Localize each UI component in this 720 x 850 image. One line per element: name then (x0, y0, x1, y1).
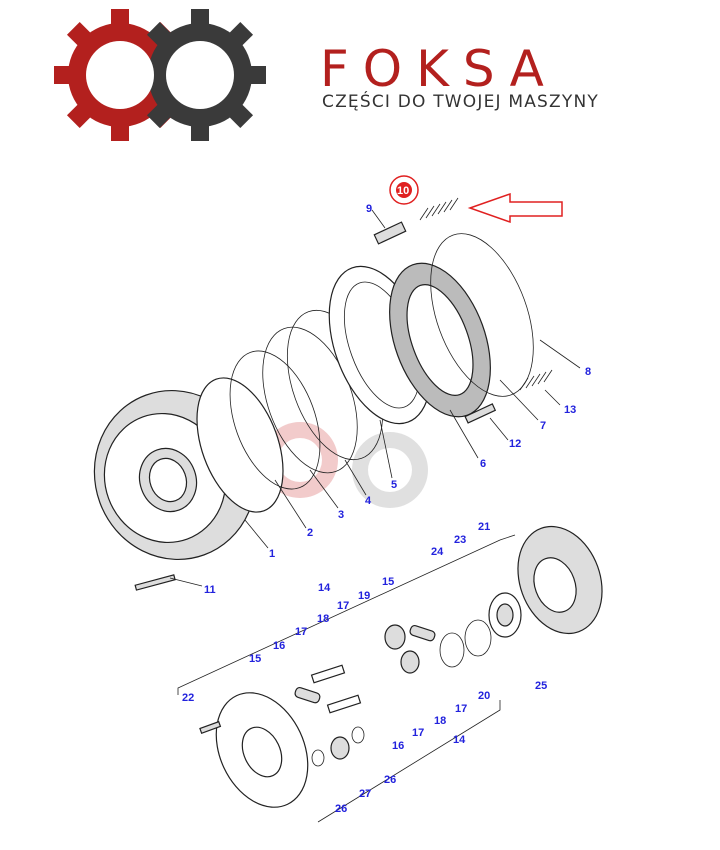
part-bolt (134, 574, 176, 591)
gear-logo-icon (54, 9, 266, 141)
callout: 2 (307, 527, 313, 539)
callout: 17 (455, 703, 467, 715)
watermark-gear-icon (262, 422, 428, 508)
callout: 15 (249, 653, 261, 665)
part-gear (384, 624, 406, 650)
callout: 9 (366, 203, 372, 215)
callout: 18 (317, 613, 329, 625)
callout-10: 10 (397, 185, 409, 197)
callout: 19 (358, 590, 370, 602)
callout: 4 (365, 495, 372, 507)
callout: 21 (478, 521, 490, 533)
part-link (294, 686, 321, 704)
part-seal-ring (229, 350, 321, 490)
callout: 11 (204, 584, 216, 596)
callout: 16 (392, 740, 404, 752)
callout: 26 (384, 774, 396, 786)
highlight-circle (389, 175, 419, 205)
callout: 13 (564, 404, 576, 416)
part-circlip (439, 632, 465, 668)
part-dowel (464, 403, 497, 424)
part-bolt (199, 720, 222, 735)
callout: 20 (478, 690, 490, 702)
callout: 26 (335, 803, 347, 815)
callout: 8 (585, 366, 591, 378)
part-shaft (310, 664, 346, 684)
callout: 24 (431, 546, 444, 558)
callout: 7 (540, 420, 546, 432)
part-pin (373, 221, 407, 245)
part-shaft (326, 694, 362, 714)
callout: 27 (359, 788, 371, 800)
part-plate (430, 233, 534, 397)
arrow-left-icon (467, 192, 563, 224)
leader-lines (169, 209, 581, 587)
part-circlip (464, 619, 492, 657)
callout: 25 (535, 680, 547, 692)
part-spring (419, 197, 553, 391)
brand-tagline: CZĘŚCI DO TWOJEJ MASZYNY (322, 92, 599, 112)
part-gear (330, 736, 350, 760)
callout: 12 (509, 438, 521, 450)
callout: 1 (269, 548, 275, 560)
callout: 3 (338, 509, 344, 521)
callout: 17 (337, 600, 349, 612)
callout: 5 (391, 479, 397, 491)
part-link (409, 624, 436, 642)
callout-labels: 10 9 8 13 7 12 6 5 4 3 2 1 11 14 15 17 1… (182, 185, 591, 815)
callout: 15 (382, 576, 394, 588)
part-piston (196, 377, 284, 513)
callout: 14 (318, 582, 331, 594)
callout: 6 (480, 458, 486, 470)
part-gear (400, 650, 420, 674)
callout: 17 (295, 626, 307, 638)
exploded-parts-diagram: 10 9 8 13 7 12 6 5 4 3 2 1 11 14 15 17 1… (93, 175, 603, 823)
callout: 17 (412, 727, 424, 739)
callout: 14 (453, 734, 466, 746)
logo: FOKSA CZĘŚCI DO TWOJEJ MASZYNY (0, 0, 720, 150)
callout: 18 (434, 715, 446, 727)
callout: 16 (273, 640, 285, 652)
callout: 22 (182, 692, 194, 704)
callout: 23 (454, 534, 466, 546)
brand-name: FOKSA (320, 40, 558, 98)
